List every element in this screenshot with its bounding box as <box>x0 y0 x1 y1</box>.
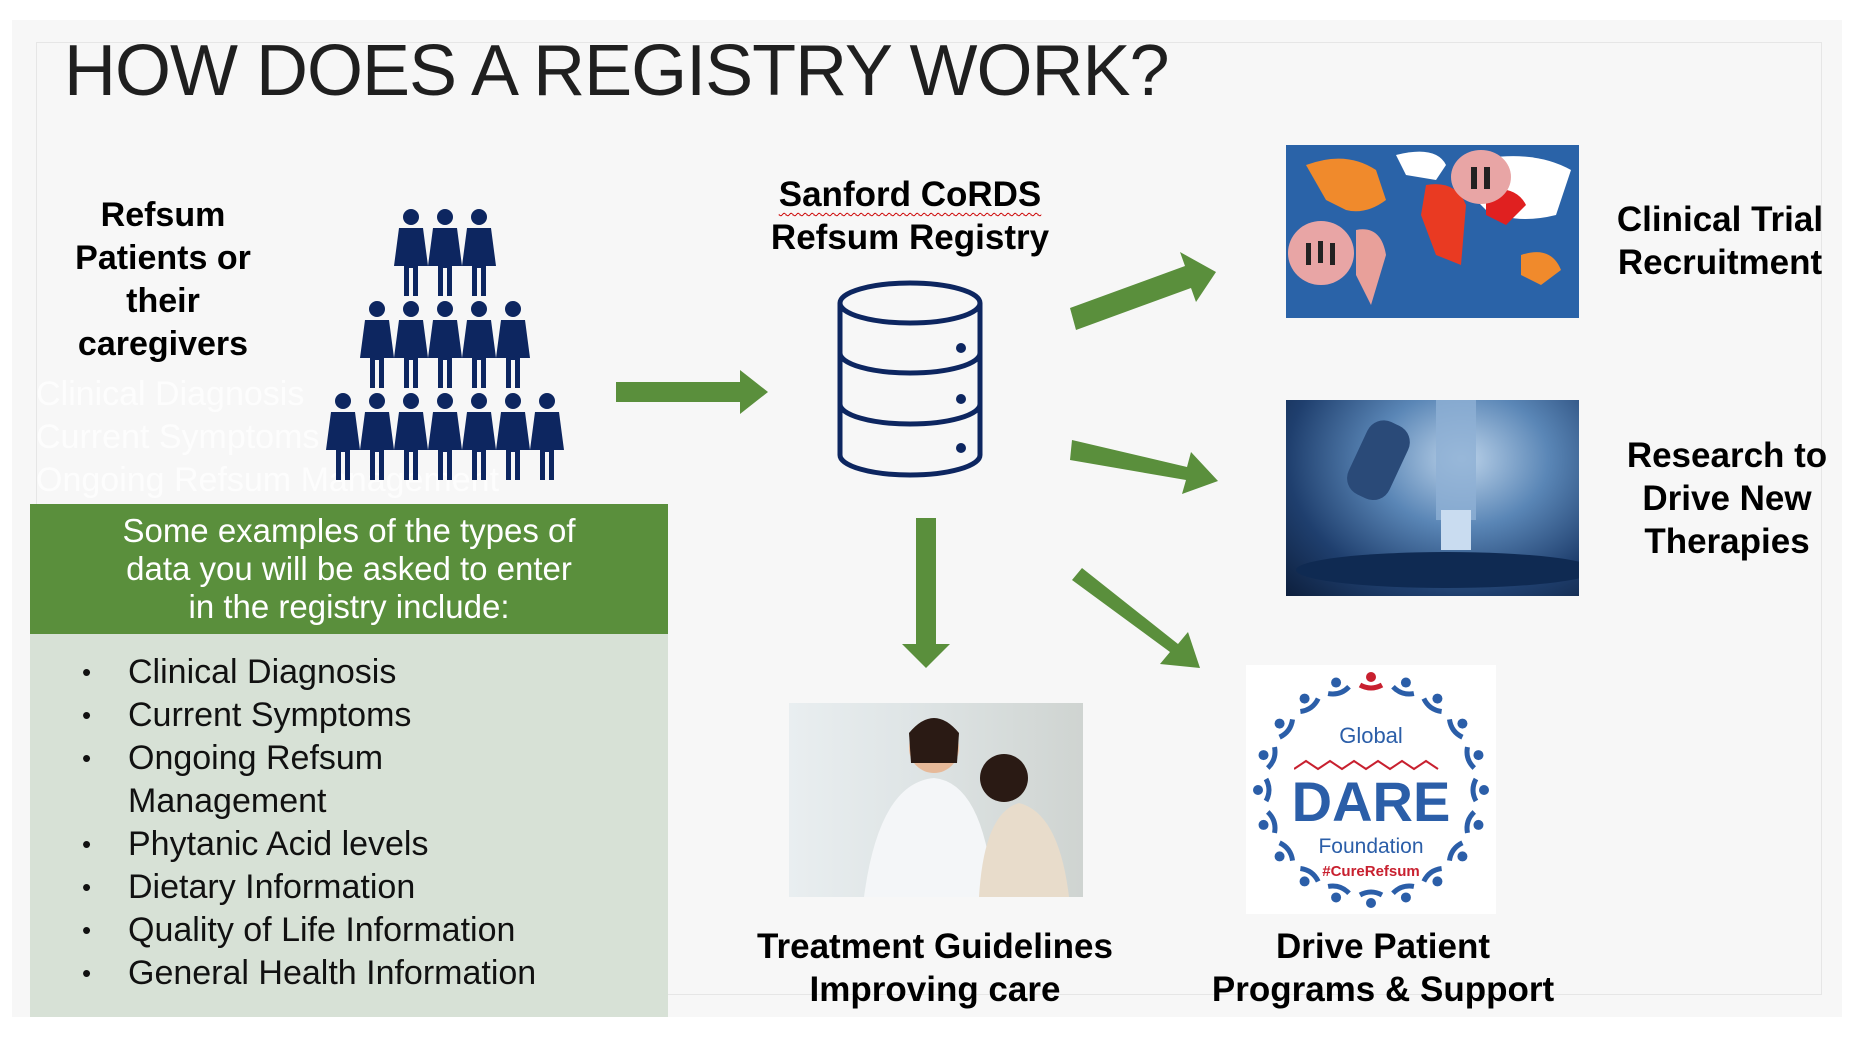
ghost-line: Clinical Diagnosis <box>36 375 305 413</box>
person-icon <box>496 393 530 480</box>
label-line: Programs & Support <box>1211 970 1555 1009</box>
list-item: Quality of Life Information <box>30 909 668 952</box>
person-icon <box>394 301 428 388</box>
people-pyramid-icon <box>326 209 564 480</box>
figure-icon <box>1464 746 1484 770</box>
person-icon <box>462 301 496 388</box>
ghost-line: Current Symptoms <box>36 418 320 456</box>
label-line: Patients or <box>75 239 251 277</box>
list-item: Ongoing Refsum <box>30 737 668 780</box>
figure-icon <box>1391 677 1415 697</box>
page-title: HOW DOES A REGISTRY WORK? <box>64 31 1170 111</box>
ghost-line: Ongoing Refsum Management <box>36 461 500 499</box>
person-icon <box>530 393 564 480</box>
doctor-patient-image <box>789 703 1083 897</box>
figure-icon <box>1358 672 1384 691</box>
person-icon <box>428 209 462 296</box>
logo-text-global: Global <box>1339 723 1403 748</box>
figure-icon <box>1327 883 1351 903</box>
figure-icon <box>1274 718 1295 740</box>
logo-text-tag: #CureRefsum <box>1322 863 1420 880</box>
label-line: Research to <box>1626 436 1828 475</box>
treatment-label: Treatment Guidelines Improving care <box>740 925 1130 1011</box>
header-line: in the registry include: <box>188 588 510 625</box>
person-icon <box>394 393 428 480</box>
world-map-image <box>1286 145 1579 318</box>
label-line: Recruitment <box>1617 243 1823 282</box>
clinical-trial-label: Clinical Trial Recruitment <box>1600 198 1840 284</box>
ghost-text: Clinical Diagnosis Current Symptoms Ongo… <box>36 373 499 502</box>
figure-icon <box>1299 866 1321 887</box>
dare-foundation-logo: Global DARE Foundation #CureRefsum <box>1246 665 1496 914</box>
person-icon <box>326 393 360 480</box>
logo-text-foundation: Foundation <box>1318 835 1424 858</box>
person-icon <box>496 301 530 388</box>
person-icon <box>394 209 428 296</box>
figure-icon <box>1274 840 1295 862</box>
figure-icon <box>1421 693 1443 714</box>
figure-icon <box>1327 677 1351 697</box>
data-examples-list: Clinical Diagnosis Current Symptoms Ongo… <box>30 634 668 1017</box>
registry-name: Sanford CoRDS <box>778 175 1042 214</box>
list-item: Clinical Diagnosis <box>30 651 668 694</box>
patient-programs-label: Drive Patient Programs & Support <box>1188 925 1578 1011</box>
figure-icon <box>1253 777 1272 803</box>
figure-icon <box>1358 889 1384 908</box>
research-label: Research to Drive New Therapies <box>1602 434 1852 563</box>
header-line: Some examples of the types of <box>122 512 576 549</box>
figure-icon <box>1391 883 1415 903</box>
label-line: Drive Patient <box>1276 927 1490 966</box>
figure-icon <box>1258 810 1278 834</box>
list-item: Phytanic Acid levels <box>30 823 668 866</box>
person-icon <box>462 393 496 480</box>
figure-icon <box>1421 866 1443 887</box>
label-line: caregivers <box>77 325 249 363</box>
label-line: Therapies <box>1644 522 1810 561</box>
arrow-right-icon <box>616 370 768 414</box>
list-item: Dietary Information <box>30 866 668 909</box>
figure-icon <box>1258 746 1278 770</box>
figure-icon <box>1299 693 1321 714</box>
label-line: Improving care <box>809 970 1061 1009</box>
label-line: Clinical Trial <box>1616 200 1824 239</box>
label-line: Treatment Guidelines <box>757 927 1113 966</box>
label-line: Refsum <box>100 196 226 234</box>
list-item: General Health Information <box>30 952 668 995</box>
figure-icon <box>1447 840 1468 862</box>
list-item-continuation: Management <box>128 782 327 820</box>
figure-icon <box>1470 777 1489 803</box>
label-line: Refsum Registry <box>770 218 1050 257</box>
header-line: data you will be asked to enter <box>126 550 572 587</box>
label-line: Drive New <box>1642 479 1812 518</box>
registry-label: Sanford CoRDS Refsum Registry <box>740 173 1080 259</box>
person-icon <box>428 393 462 480</box>
microscope-image <box>1286 400 1579 596</box>
label-line: their <box>126 282 200 320</box>
list-item: Current Symptoms <box>30 694 668 737</box>
label-line: Sanford CoRDS <box>740 173 1080 216</box>
person-icon <box>428 301 462 388</box>
figure-icon <box>1447 718 1468 740</box>
data-examples-header: Some examples of the types of data you w… <box>30 504 668 634</box>
person-icon <box>360 301 394 388</box>
database-icon <box>837 280 983 478</box>
figure-icon <box>1464 810 1484 834</box>
logo-text-dare: DARE <box>1291 770 1451 833</box>
person-icon <box>462 209 496 296</box>
person-icon <box>360 393 394 480</box>
patients-label: Refsum Patients or their caregivers <box>48 194 278 366</box>
